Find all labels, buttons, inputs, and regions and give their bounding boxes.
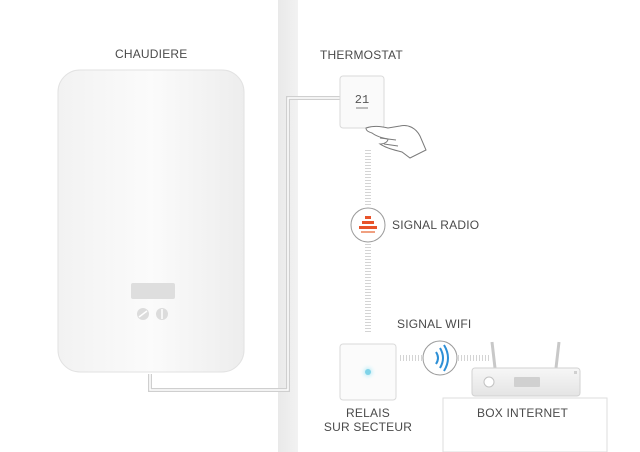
- relay-label-line1: RELAIS: [346, 406, 390, 420]
- box-internet-label: BOX INTERNET: [477, 406, 569, 420]
- relay-label-line2: SUR SECTEUR: [323, 420, 413, 434]
- internet-box: [471, 341, 581, 397]
- boiler-display: [131, 283, 175, 299]
- boiler: [57, 69, 245, 373]
- signal-radio-label: SIGNAL RADIO: [392, 218, 480, 232]
- thermostat-label: THERMOSTAT: [320, 48, 403, 62]
- relay-label: RELAIS SUR SECTEUR: [318, 406, 418, 434]
- box-stand: [442, 397, 608, 452]
- radio-waves-icon: [350, 207, 386, 243]
- signal-wifi-label: SIGNAL WIFI: [397, 317, 472, 331]
- thermostat: 21: [339, 75, 385, 129]
- wifi-waves-icon: [422, 340, 458, 376]
- boiler-label: CHAUDIERE: [115, 47, 188, 61]
- thermostat-display: 21: [355, 93, 369, 107]
- relay: [339, 343, 397, 401]
- hand-pointer-icon: [365, 125, 427, 159]
